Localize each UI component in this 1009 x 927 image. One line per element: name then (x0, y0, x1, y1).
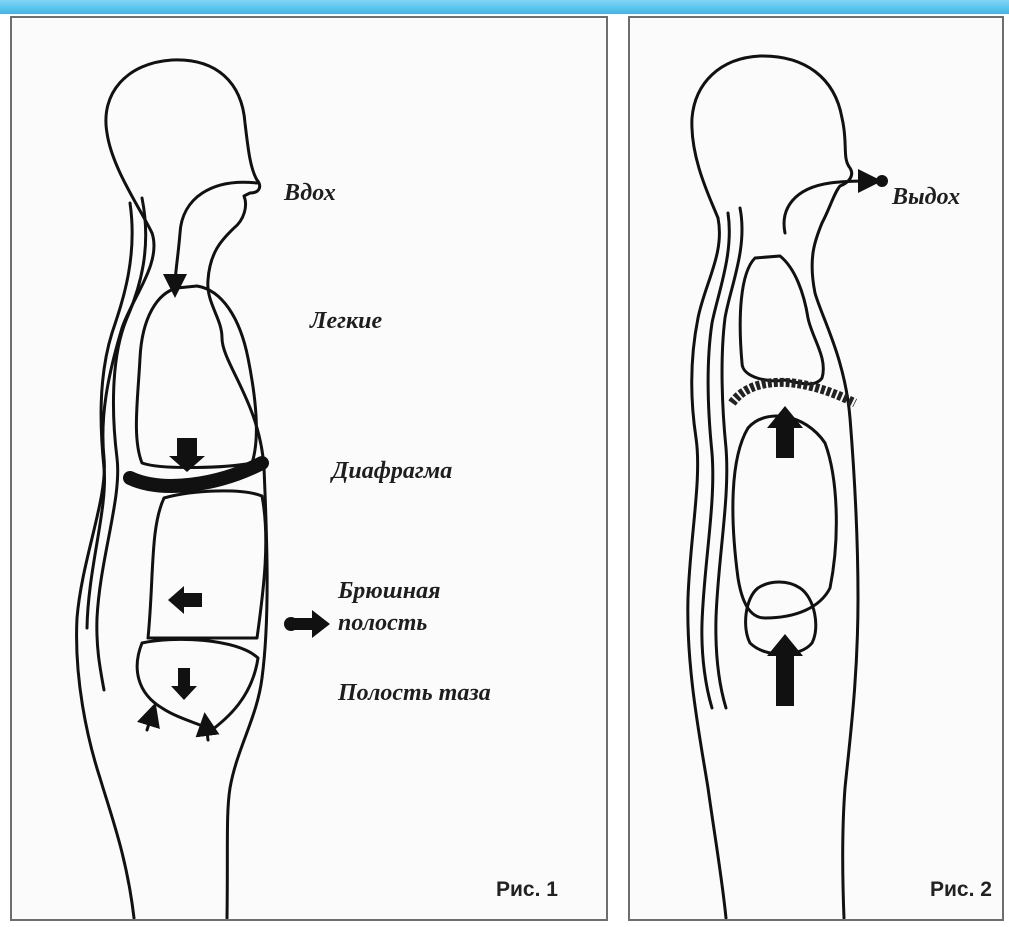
figure-2-panel: Выдох Рис. 2 (628, 16, 1004, 921)
spine-line-b (87, 203, 132, 628)
diaphragm-up-arrow (767, 406, 803, 458)
label-lungs: Легкие (310, 308, 382, 334)
figure-1-panel: Вдох Легкие Диафрагма Брюшная полость По… (10, 16, 608, 921)
abdominal-outline (148, 491, 266, 638)
label-pelvic: Полость таза (338, 680, 491, 706)
figure-1-drawing (12, 18, 606, 919)
pelvic-outline (137, 639, 258, 730)
top-accent-bar (0, 0, 1009, 14)
caption-figure-1: Рис. 1 (496, 878, 558, 902)
lungs-outline-2 (740, 256, 823, 384)
label-inhale: Вдох (284, 180, 336, 206)
pelvic-down-arrow (171, 668, 197, 700)
label-diaphragm: Диафрагма (332, 458, 452, 484)
figure-2-drawing (630, 18, 1002, 919)
label-exhale: Выдох (892, 184, 960, 210)
label-abdominal-line1: Брюшная (338, 578, 440, 604)
abdominal-left-arrow (168, 586, 202, 614)
airway-exhale-arrow (784, 181, 870, 233)
diaphragm-band-2 (732, 382, 855, 403)
caption-figure-2: Рис. 2 (930, 878, 992, 902)
label-abdominal-line2: полость (338, 610, 427, 636)
pelvic-up-arrow (767, 634, 803, 706)
